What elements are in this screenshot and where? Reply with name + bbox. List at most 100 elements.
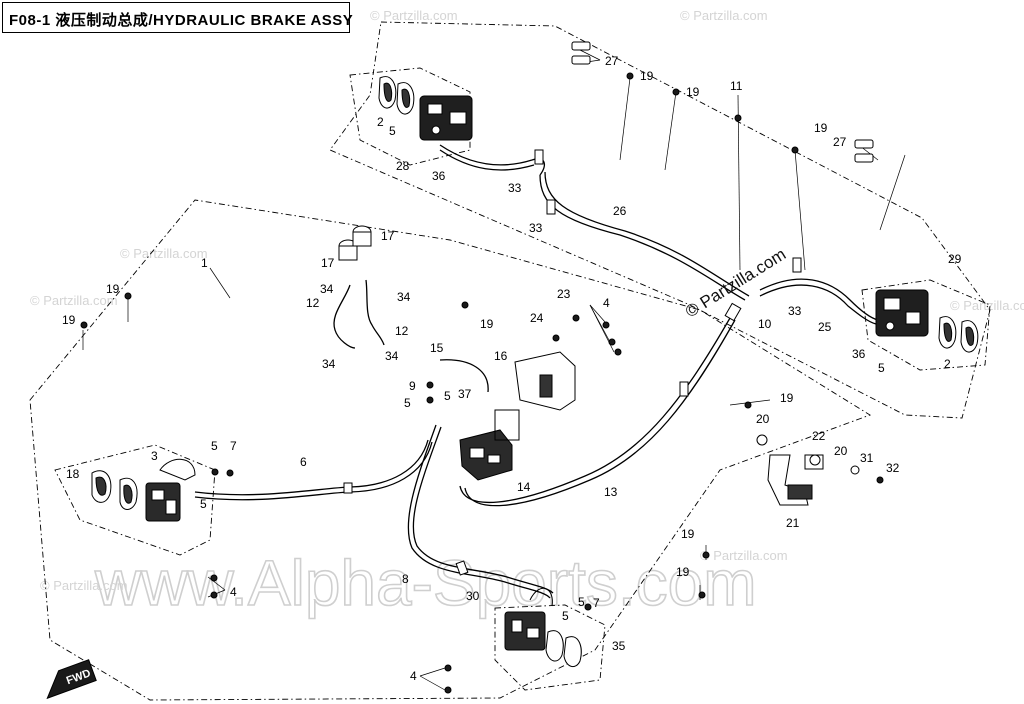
callout-19: 19 [640, 69, 654, 83]
callout-28: 28 [396, 159, 410, 173]
diagram-title: F08-1 液压制动总成/HYDRAULIC BRAKE ASSY [9, 12, 354, 29]
brake-hose-25 [759, 278, 879, 321]
small-watermark: © Partzilla.com [370, 8, 458, 23]
callout-1: 1 [201, 256, 208, 270]
callout-25: 25 [818, 320, 832, 334]
callout-5: 5 [878, 361, 885, 375]
callout-19: 19 [681, 527, 695, 541]
callout-36: 36 [852, 347, 866, 361]
callout-19: 19 [814, 121, 828, 135]
hose-fittings [343, 149, 802, 576]
callout-30: 30 [466, 589, 480, 603]
parts [80, 41, 979, 694]
rear-right-brake-pads [938, 316, 979, 353]
callout-36: 36 [432, 169, 446, 183]
rear-left-brake-pads [378, 76, 415, 115]
callout-19: 19 [686, 85, 700, 99]
callout-22: 22 [812, 429, 826, 443]
callout-26: 26 [613, 204, 627, 218]
watermark-layer: www.Alpha-Sports.com © Partzilla.com © P… [30, 8, 1024, 620]
brake-hose-25-inner [759, 284, 877, 325]
callout-19: 19 [480, 317, 494, 331]
brake-pipe-13-inner [459, 317, 731, 503]
callout-23: 23 [557, 287, 571, 301]
callout-11: 11 [730, 79, 743, 93]
callout-18: 18 [66, 467, 80, 481]
brake-pedal [756, 434, 824, 506]
callout-12: 12 [306, 296, 320, 310]
callout-16: 16 [494, 349, 508, 363]
small-watermark: © Partzilla.com [40, 578, 128, 593]
callout-5: 5 [200, 497, 207, 511]
callout-19: 19 [106, 282, 120, 296]
small-watermark: © Partzilla.com [700, 548, 788, 563]
callout-7: 7 [593, 596, 600, 610]
small-watermark: © Partzilla.com [680, 8, 768, 23]
front-right-brake-pads [545, 630, 582, 668]
brake-lines [194, 144, 879, 599]
brake-hose-8-inner [412, 426, 554, 594]
callout-12: 12 [395, 324, 409, 338]
callout-27: 27 [605, 54, 619, 68]
callout-19: 19 [62, 313, 76, 327]
small-watermark: © Partzilla.com [950, 298, 1024, 313]
callout-3: 3 [151, 449, 158, 463]
fwd-arrow-icon: FWD [46, 659, 97, 700]
callout-8: 8 [402, 572, 409, 586]
callout-32: 32 [886, 461, 900, 475]
brake-hose-8 [407, 424, 551, 599]
bracket-16 [514, 351, 576, 411]
callout-labels: 1 2 2 3 4 4 4 5 5 5 5 5 5 5 5 6 7 7 8 9 … [62, 54, 962, 683]
callout-33: 33 [788, 304, 802, 318]
master-cylinder [459, 409, 520, 481]
brake-fluid-reservoirs [338, 225, 372, 261]
callout-15: 15 [430, 341, 444, 355]
callout-34: 34 [397, 290, 411, 304]
callout-37: 37 [458, 387, 472, 401]
callout-14: 14 [517, 480, 531, 494]
callout-4: 4 [230, 585, 237, 599]
brake-hose-33-left-inner [439, 149, 535, 171]
rear-assembly-outline [329, 21, 991, 419]
callout-4: 4 [410, 669, 417, 683]
callout-21: 21 [786, 516, 800, 530]
rear-right-caliper [875, 289, 929, 337]
callout-31: 31 [860, 451, 874, 465]
callout-7: 7 [230, 439, 237, 453]
callout-10: 10 [758, 317, 772, 331]
rear-left-caliper [419, 95, 473, 141]
diagram-title-box: F08-1 液压制动总成/HYDRAULIC BRAKE ASSY [2, 2, 354, 33]
callout-35: 35 [612, 639, 626, 653]
callout-5: 5 [404, 396, 411, 410]
callout-17: 17 [321, 256, 335, 270]
brake-hose-15 [439, 359, 489, 393]
callout-5: 5 [562, 609, 569, 623]
callout-20: 20 [756, 412, 770, 426]
callout-5: 5 [211, 439, 218, 453]
callout-5: 5 [578, 595, 585, 609]
reservoir-hose-12-right [365, 279, 385, 346]
front-right-caliper-outline [494, 604, 606, 691]
callout-27: 27 [833, 135, 847, 149]
small-watermark: © Partzilla.com [30, 293, 118, 308]
rear-right-caliper-outline [861, 279, 991, 371]
callout-6: 6 [300, 455, 307, 469]
small-watermark: © Partzilla.com [120, 246, 208, 261]
rear-left-caliper-outline [349, 67, 471, 166]
callout-4: 4 [603, 296, 610, 310]
callout-17: 17 [381, 229, 395, 243]
callout-34: 34 [320, 282, 334, 296]
callout-19: 19 [676, 565, 690, 579]
callout-34: 34 [385, 349, 399, 363]
front-left-caliper [145, 458, 196, 522]
callout-29: 29 [948, 252, 962, 266]
slide-pins-27 [571, 41, 874, 163]
site-watermark: www.Alpha-Sports.com [94, 547, 757, 619]
callout-34: 34 [322, 357, 336, 371]
callout-33: 33 [529, 221, 543, 235]
callout-5: 5 [389, 124, 396, 138]
callout-24: 24 [530, 311, 544, 325]
brake-pipe-13 [464, 319, 736, 507]
front-left-brake-pads [91, 470, 138, 510]
